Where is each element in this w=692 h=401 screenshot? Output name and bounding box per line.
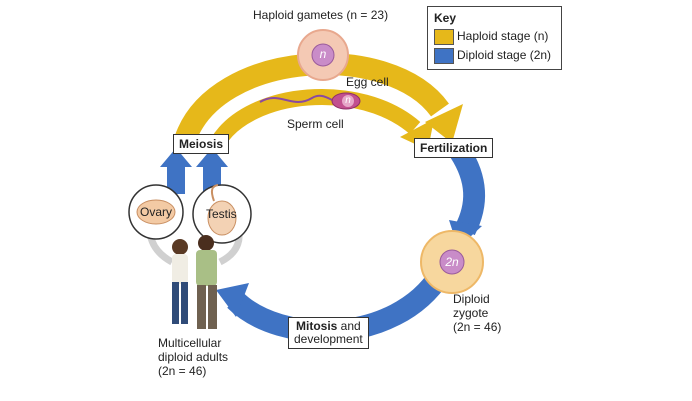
diploid-arrow-bottom-head: [216, 283, 249, 317]
zygote-line-2: zygote: [453, 306, 489, 320]
haploid-gametes-label: Haploid gametes (n = 23): [253, 8, 389, 22]
sperm-nucleus-label: n: [345, 95, 351, 106]
key-title: Key: [434, 11, 457, 25]
adult-woman: [172, 239, 188, 324]
mitosis-bold-label: Mitosis: [296, 319, 338, 333]
mitosis-rest-label: and: [337, 319, 361, 333]
meiosis-arrow-right-head: [196, 148, 228, 167]
diploid-zygote-label: Diploid zygote (2n = 46): [453, 292, 501, 334]
key-swatch-haploid: [434, 29, 454, 45]
testis-duct: [210, 184, 219, 202]
key-swatch-diploid: [434, 48, 454, 64]
adults-line-3: (2n = 46): [158, 364, 207, 378]
sperm-cell-label: Sperm cell: [287, 117, 344, 131]
adults-line-2: diploid adults: [158, 350, 229, 364]
zygote-nucleus-label: 2n: [445, 255, 459, 269]
sperm-nucleus: [342, 95, 354, 107]
key-legend: Key Haploid stage (n) Diploid stage (2n): [427, 6, 562, 70]
meiosis-arrow-left: [167, 162, 185, 194]
testis-shape: [207, 200, 237, 236]
ovary-shape: [136, 199, 176, 225]
adults-label: Multicellular diploid adults (2n = 46): [158, 336, 228, 378]
zygote-line-1: Diploid: [453, 292, 490, 306]
meiosis-box: Meiosis: [173, 134, 230, 154]
egg-nucleus-label: n: [319, 47, 327, 61]
ovary-label: Ovary: [140, 205, 173, 219]
testis-label: Testis: [206, 207, 237, 221]
fertilization-box: Fertilization: [414, 138, 494, 158]
zygote-line-3: (2n = 46): [453, 320, 502, 334]
key-label-haploid: Haploid stage (n): [457, 29, 549, 43]
haploid-arrow-outer-head: [425, 104, 463, 143]
haploid-arrow-inner: [211, 88, 421, 147]
egg-nucleus: [311, 43, 335, 67]
diploid-arrow-right: [450, 146, 486, 236]
key-label-diploid: Diploid stage (2n): [457, 48, 552, 62]
zygote-nucleus: [439, 249, 465, 275]
development-label: development: [294, 332, 363, 346]
egg-cell-label: Egg cell: [346, 75, 389, 89]
adult-man: [196, 235, 217, 329]
sperm-tail: [259, 94, 336, 103]
meiosis-arrow-left-head: [160, 148, 192, 167]
adults-line-1: Multicellular: [158, 336, 222, 350]
mitosis-box: Mitosis and development: [288, 317, 369, 349]
